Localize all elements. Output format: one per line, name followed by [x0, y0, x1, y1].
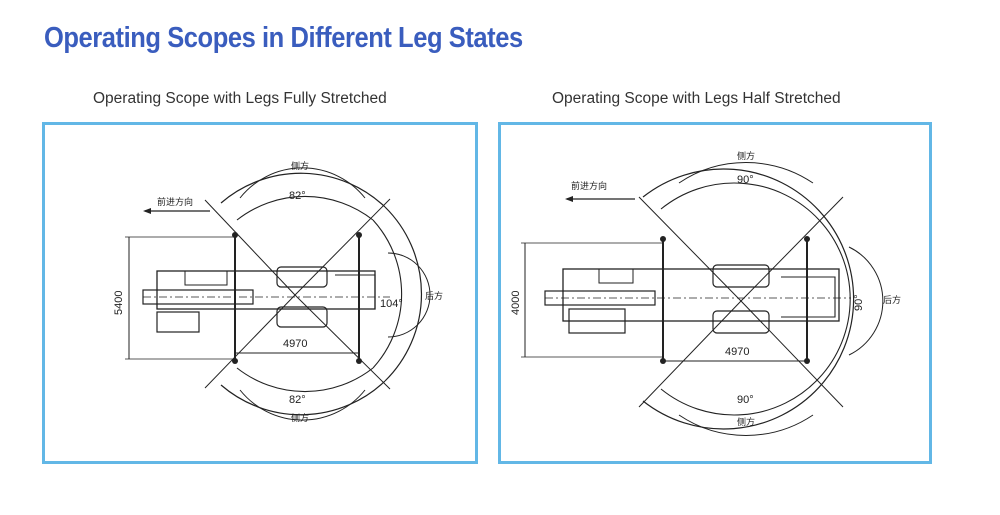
- outer-range-arc: [642, 168, 855, 430]
- inner-range-arc-rear: [372, 219, 403, 369]
- front-box: [184, 270, 228, 286]
- direction-arrow-head: [565, 196, 573, 202]
- outrigger-pad: [356, 232, 362, 238]
- operating-scope-diagram-full: 前进方向 82° 104° 82° 侧方 后方 侧方 5400: [113, 160, 443, 423]
- range-boundary-line: [638, 196, 742, 302]
- outrigger-pad: [804, 358, 810, 364]
- length-dimension-label: 4970: [283, 338, 307, 350]
- length-dimension-label: 4970: [725, 346, 749, 358]
- outrigger-pad: [804, 236, 810, 242]
- width-dimension-label: 5400: [113, 291, 125, 315]
- angle-label-top: 90°: [737, 174, 754, 186]
- angle-arc-bottom: [239, 389, 366, 421]
- chassis-outline: [562, 268, 840, 322]
- outrigger-pad: [232, 358, 238, 364]
- wheel-group-bottom: [276, 306, 328, 328]
- range-boundary-line: [740, 300, 844, 408]
- inner-range-arc-bottom: [236, 367, 374, 393]
- angle-arc-bottom: [678, 414, 814, 436]
- outrigger-pad: [356, 358, 362, 364]
- angle-arc-top: [239, 167, 366, 199]
- side-label-top: 侧方: [291, 160, 309, 171]
- inner-range-arc-top: [236, 195, 374, 221]
- angle-label-rear: 90°: [853, 294, 865, 311]
- direction-label: 前进方向: [571, 180, 607, 191]
- diagram-frame-half: 前进方向 90° 90° 90° 侧方 后方 侧方 4000 4970: [498, 122, 932, 464]
- wheel-group-bottom: [712, 310, 770, 334]
- diagram-frame-full: 前进方向 82° 104° 82° 侧方 后方 侧方 5400: [42, 122, 478, 464]
- cab: [156, 311, 200, 333]
- outrigger-pad: [232, 232, 238, 238]
- range-boundary-line: [204, 294, 296, 389]
- side-label-top: 侧方: [737, 150, 755, 161]
- direction-arrow-head: [143, 208, 151, 214]
- outrigger-pad: [660, 236, 666, 242]
- side-label-rear: 后方: [883, 294, 901, 305]
- width-dimension-label: 4000: [510, 291, 522, 315]
- side-label-rear: 后方: [425, 290, 443, 301]
- outer-range-arc-rear: [384, 206, 423, 382]
- angle-arc-rear: [848, 246, 884, 356]
- front-box: [598, 268, 634, 284]
- angle-label-top: 82°: [289, 190, 306, 202]
- range-boundary-line: [204, 199, 296, 296]
- outrigger-pad: [660, 358, 666, 364]
- direction-label: 前进方向: [157, 196, 193, 207]
- side-label-bottom: 侧方: [291, 412, 309, 423]
- outer-range-arc-top: [220, 172, 386, 208]
- angle-label-bottom: 90°: [737, 394, 754, 406]
- wheel-group-top: [712, 264, 770, 288]
- inner-range-arc: [660, 182, 851, 416]
- range-boundary-line: [294, 294, 391, 390]
- side-label-bottom: 侧方: [737, 416, 755, 427]
- cab: [568, 308, 626, 334]
- outer-range-arc-bottom: [220, 380, 386, 416]
- page-title: Operating Scopes in Different Leg States: [44, 22, 523, 54]
- angle-arc-rear: [387, 252, 431, 338]
- wheel-group-top: [276, 266, 328, 288]
- panel-caption-full: Operating Scope with Legs Fully Stretche…: [93, 90, 387, 107]
- angle-label-rear: 104°: [380, 298, 403, 310]
- operating-scope-diagram-half: 前进方向 90° 90° 90° 侧方 后方 侧方 4000 4970: [510, 150, 901, 436]
- range-boundary-line: [638, 300, 742, 408]
- panel-caption-half: Operating Scope with Legs Half Stretched: [552, 90, 841, 107]
- range-boundary-line: [740, 196, 844, 302]
- turntable: [335, 274, 376, 310]
- angle-label-bottom: 82°: [289, 394, 306, 406]
- range-boundary-line: [294, 198, 391, 296]
- angle-arc-top: [678, 162, 814, 184]
